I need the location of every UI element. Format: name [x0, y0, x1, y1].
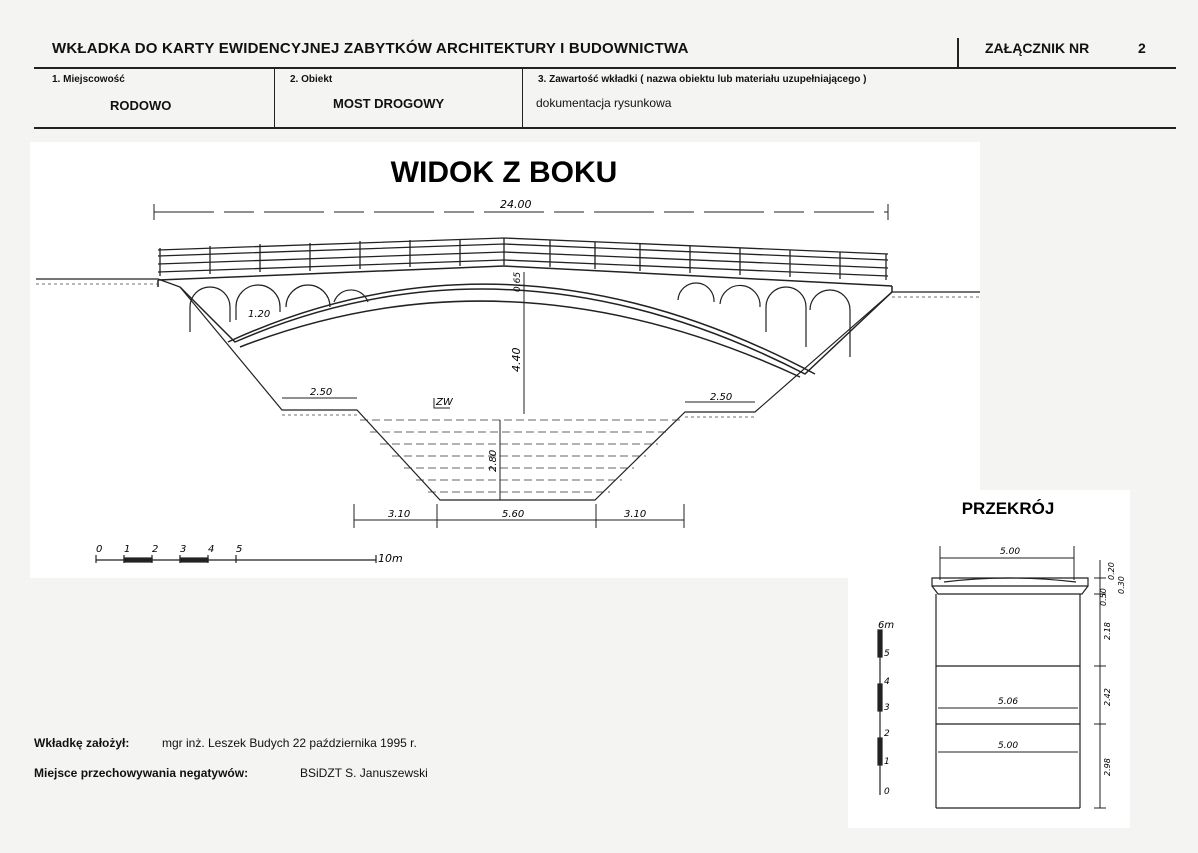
object-value: MOST DROGOWY [333, 96, 445, 111]
annex-number: 2 [1138, 40, 1146, 56]
section-body [935, 594, 1081, 809]
bottom-mid-label: 5.60 [502, 509, 524, 520]
side-view-panel [30, 142, 980, 578]
content-value: dokumentacja rysunkowa [536, 96, 672, 110]
field-divider-1 [274, 68, 275, 128]
cross-section-drawing: PRZEKRÓJ 5.00 5.06 5.00 0.20 0.30 0.50 2… [877, 499, 1126, 809]
section-scale-unit: 6m [878, 620, 894, 631]
section-scale-tick-0: 0 [884, 787, 890, 797]
field-divider-2 [522, 68, 523, 128]
locality-label: 1. Miejscowość [52, 74, 125, 85]
spandrel-arches [189, 282, 851, 357]
scale-tick-2: 2 [152, 544, 158, 555]
h5-label: 2.42 [1103, 688, 1112, 706]
ground-profile [36, 278, 980, 501]
water-body [360, 419, 680, 493]
water-depth-label: 2.80 [488, 450, 499, 472]
bridge-railing [157, 237, 889, 280]
founder-label: Wkładkę założył: [34, 736, 130, 750]
scale-tick-5: 5 [236, 544, 242, 555]
niche-width-label: 1.20 [248, 309, 270, 320]
mid-width-label: 5.06 [998, 697, 1018, 707]
header-divider-vertical [957, 38, 959, 68]
side-view-title: WIDOK Z BOKU [391, 156, 618, 189]
scale-tick-1: 1 [124, 544, 130, 555]
object-label: 2. Obiekt [290, 74, 333, 85]
left-bank-label: 2.50 [310, 387, 332, 398]
cross-section-title: PRZEKRÓJ [962, 499, 1055, 518]
deck-thickness-label: 0.65 [513, 272, 523, 292]
side-view-drawing: WIDOK Z BOKU 24.00 [36, 156, 980, 565]
section-scale-tick-1: 1 [884, 757, 890, 767]
h1-label: 0.20 [1107, 562, 1116, 580]
scale-tick-3: 3 [180, 544, 186, 555]
section-deck [931, 577, 1089, 595]
cross-section-scale-bar [877, 629, 883, 795]
lower-width-label: 5.00 [998, 741, 1018, 751]
header-rule-bottom [34, 127, 1176, 129]
bridge-structure [157, 265, 893, 378]
total-length-label: 24.00 [500, 198, 532, 211]
right-bank-label: 2.50 [710, 392, 732, 403]
section-scale-tick-5: 5 [884, 649, 890, 659]
cross-section-panel [848, 490, 1130, 828]
section-scale-tick-2: 2 [884, 729, 890, 739]
locality-value: RODOWO [110, 98, 172, 113]
h4-label: 2.18 [1103, 622, 1112, 640]
storage-value: BSiDZT S. Januszewski [300, 766, 428, 780]
total-length-dimension [153, 204, 889, 220]
content-label: 3. Zawartość wkładki ( nazwa obiektu lub… [538, 74, 867, 85]
form-title: WKŁADKA DO KARTY EWIDENCYJNEJ ZABYTKÓW A… [52, 40, 689, 57]
h6-label: 2.98 [1103, 758, 1112, 776]
section-scale-tick-4: 4 [884, 677, 890, 687]
scale-tick-0: 0 [96, 544, 102, 555]
clearance-height-label: 4.40 [510, 348, 523, 373]
h2-label: 0.30 [1117, 576, 1126, 594]
section-scale-tick-3: 3 [884, 703, 890, 713]
header-rule-top [34, 67, 1176, 69]
bottom-right-label: 3.10 [624, 509, 646, 520]
water-level-label: ZW [435, 397, 454, 408]
bottom-left-label: 3.10 [388, 509, 410, 520]
founder-value: mgr inż. Leszek Budych 22 października 1… [162, 736, 417, 750]
top-width-label: 5.00 [1000, 547, 1020, 557]
annex-label: ZAŁĄCZNIK NR [985, 40, 1090, 56]
storage-label: Miejsce przechowywania negatywów: [34, 766, 249, 780]
scale-tick-4: 4 [208, 544, 214, 555]
scale-end-label: 10m [378, 552, 403, 565]
h3-label: 0.50 [1099, 588, 1108, 606]
side-view-scale-bar [95, 555, 377, 563]
